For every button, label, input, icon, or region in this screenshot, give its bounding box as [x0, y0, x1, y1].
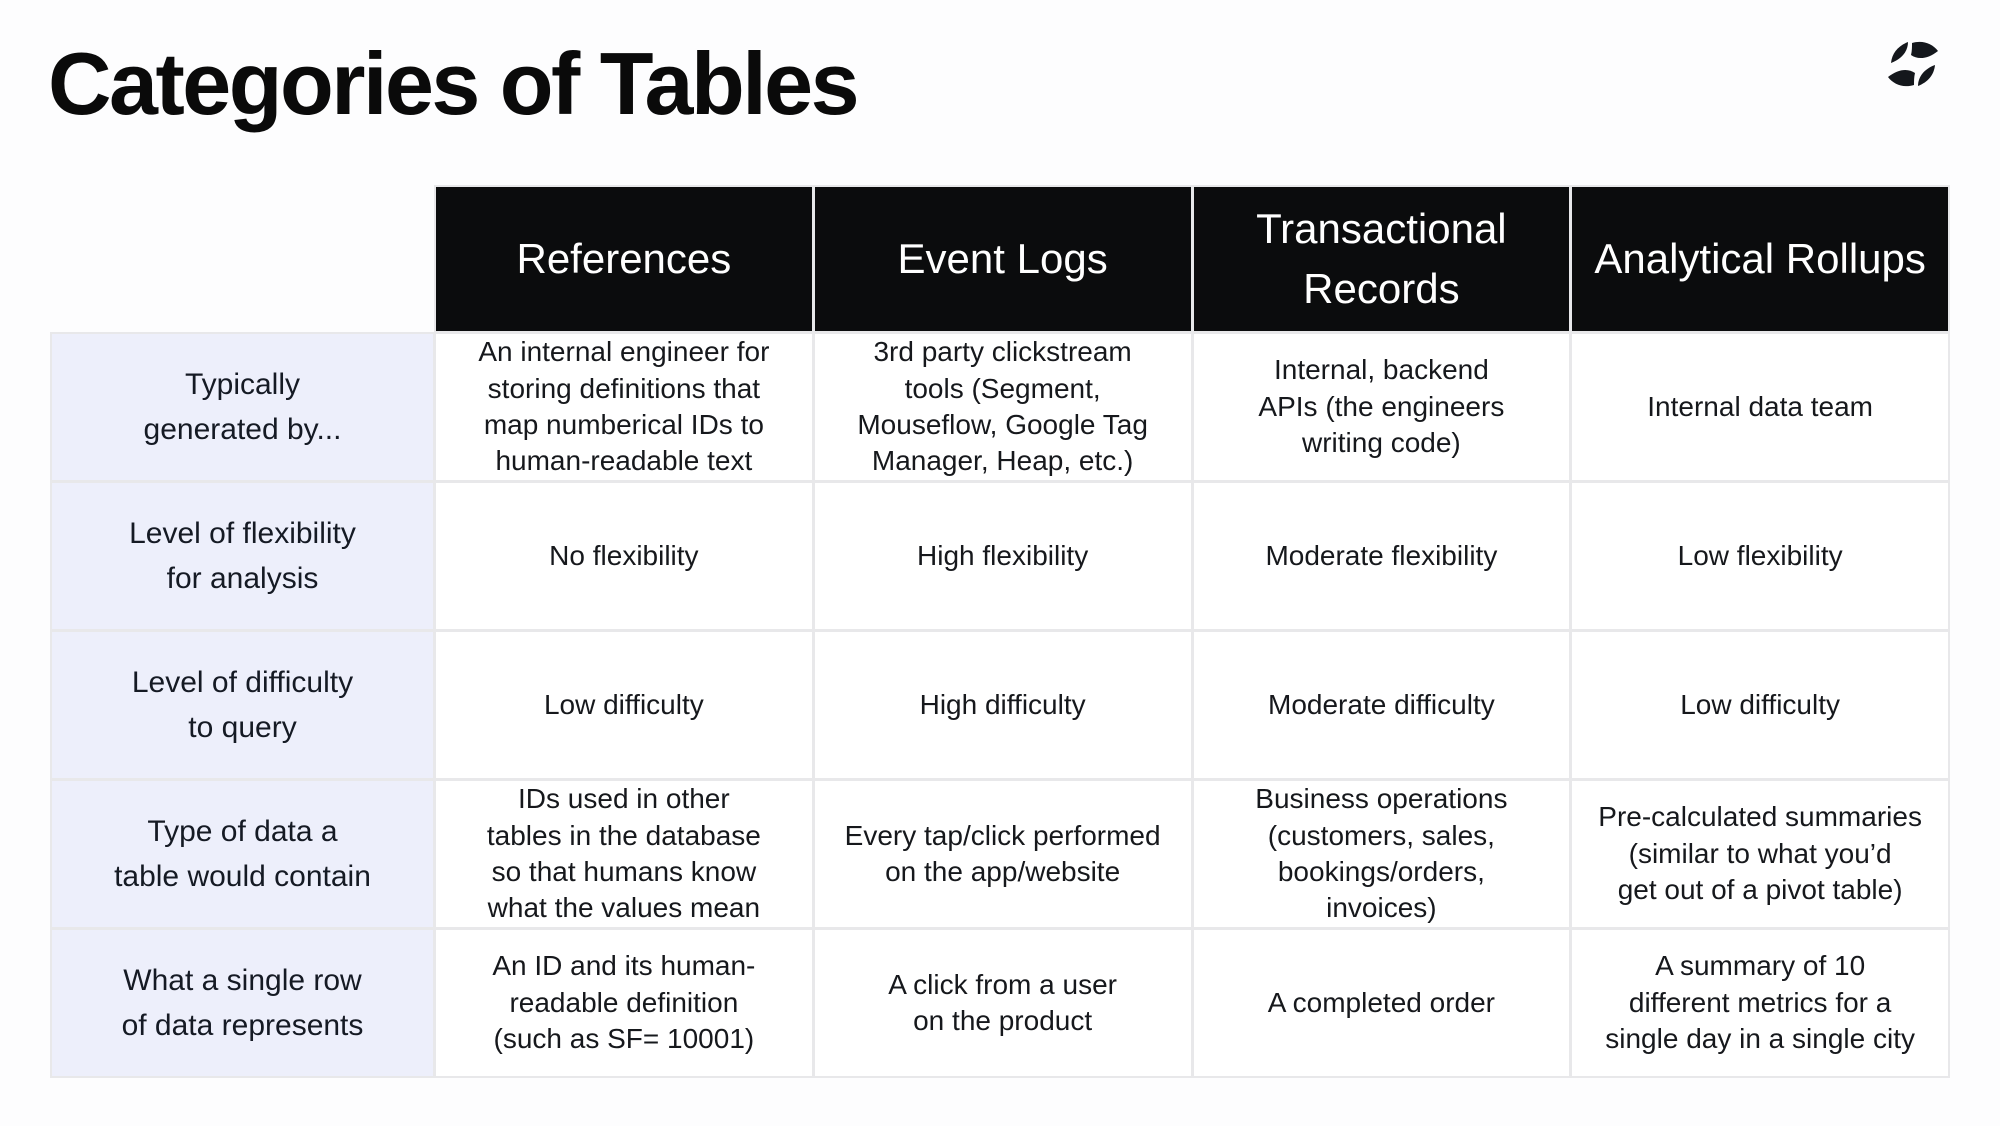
- table-cell: Low flexibility: [1572, 483, 1948, 629]
- table-cell-text: High flexibility: [917, 539, 1089, 571]
- table-cell: A summary of 10 different metrics for a …: [1572, 930, 1948, 1076]
- column-header-transactional-records: Transactional Records: [1193, 187, 1570, 331]
- column-header-label: References: [516, 235, 732, 283]
- table-cell: Low difficulty: [436, 632, 812, 778]
- row-label-difficulty-to-query: Level of difficulty to query: [52, 632, 433, 778]
- column-header-label: Transactional Records: [1256, 205, 1507, 312]
- row-label-text: Level of flexibility for analysis: [129, 517, 356, 595]
- table-cell-text: No flexibility: [549, 539, 699, 571]
- table-cell: An ID and its human-readable definition …: [436, 930, 812, 1076]
- row-label-type-of-data: Type of data a table would contain: [52, 781, 433, 927]
- table-cell: Internal data team: [1572, 334, 1948, 480]
- table-cell: A completed order: [1193, 930, 1570, 1076]
- table-cell-text: Pre-calculated summaries (similar to wha…: [1598, 801, 1922, 906]
- row-label-text: Type of data a table would contain: [114, 815, 371, 893]
- ramp-logo-icon: [1881, 36, 1945, 92]
- table-cell-text: Every tap/click performed on the app/web…: [844, 819, 1161, 887]
- table-cell: An internal engineer for storing definit…: [436, 334, 812, 480]
- row-label-text: Level of difficulty to query: [131, 666, 354, 744]
- column-header-label: Event Logs: [897, 235, 1108, 283]
- table-cell-text: Internal data team: [1647, 390, 1873, 422]
- page-title: Categories of Tables: [48, 34, 860, 133]
- table-cell: Moderate difficulty: [1193, 632, 1570, 778]
- column-header-analytical-rollups: Analytical Rollups: [1572, 187, 1948, 331]
- table-cell: Internal, backend APIs (the engineers wr…: [1193, 334, 1570, 480]
- table-cell-text: An ID and its human-readable definition …: [492, 950, 756, 1055]
- table-cell-text: Low difficulty: [543, 688, 704, 720]
- table-cell: Pre-calculated summaries (similar to wha…: [1572, 781, 1948, 927]
- table-cell: No flexibility: [436, 483, 812, 629]
- column-header-event-logs: Event Logs: [814, 187, 1191, 331]
- table-cell-text: Business operations (customers, sales, b…: [1255, 783, 1508, 924]
- row-label-text: Typically generated by...: [143, 368, 342, 446]
- column-header-label: Analytical Rollups: [1594, 235, 1926, 283]
- table-cell-text: Moderate difficulty: [1268, 688, 1495, 720]
- table-cell: Every tap/click performed on the app/web…: [814, 781, 1191, 927]
- table-cell-text: High difficulty: [919, 688, 1086, 720]
- table-cell-text: A summary of 10 different metrics for a …: [1605, 950, 1915, 1055]
- row-label-single-row-represents: What a single row of data represents: [52, 930, 433, 1076]
- table-cell: High flexibility: [814, 483, 1191, 629]
- row-label-typically-generated-by: Typically generated by...: [52, 334, 433, 480]
- table-cell: Moderate flexibility: [1193, 483, 1570, 629]
- table-cell-text: A completed order: [1267, 986, 1495, 1018]
- table-cell-text: Moderate flexibility: [1265, 539, 1498, 571]
- table-cell-text: A click from a user on the product: [888, 968, 1117, 1036]
- table-cell: IDs used in other tables in the database…: [436, 781, 812, 927]
- table-cell: Low difficulty: [1572, 632, 1948, 778]
- table-cell: High difficulty: [814, 632, 1191, 778]
- column-header-references: References: [436, 187, 812, 331]
- table-cell-text: An internal engineer for storing definit…: [478, 336, 770, 477]
- table-cell: Business operations (customers, sales, b…: [1193, 781, 1570, 927]
- row-label-flexibility-for-analysis: Level of flexibility for analysis: [52, 483, 433, 629]
- table-cell-text: Low difficulty: [1680, 688, 1841, 720]
- table-cell-text: 3rd party clickstream tools (Segment, Mo…: [857, 336, 1148, 477]
- table-cell-text: IDs used in other tables in the database…: [486, 783, 761, 924]
- table-cell: A click from a user on the product: [814, 930, 1191, 1076]
- corner-cell: [52, 187, 433, 331]
- categories-table: References Event Logs Transactional Reco…: [52, 187, 1948, 1076]
- row-label-text: What a single row of data represents: [121, 964, 364, 1042]
- table-cell-text: Low flexibility: [1677, 539, 1843, 571]
- table-cell: 3rd party clickstream tools (Segment, Mo…: [814, 334, 1191, 480]
- table-cell-text: Internal, backend APIs (the engineers wr…: [1258, 354, 1505, 459]
